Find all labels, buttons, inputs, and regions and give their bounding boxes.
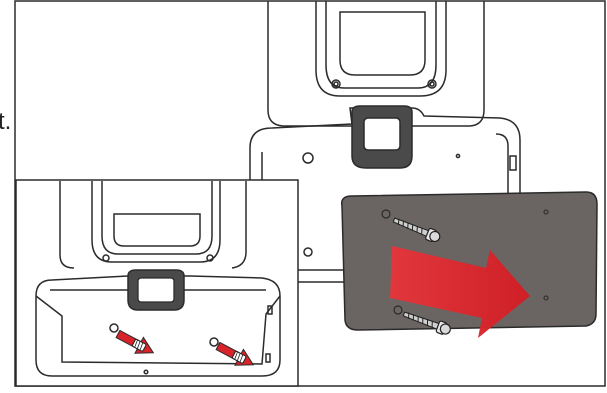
caption-fragment: t. [0, 108, 11, 136]
inset-panel [16, 180, 298, 386]
clamp-window [364, 118, 400, 150]
